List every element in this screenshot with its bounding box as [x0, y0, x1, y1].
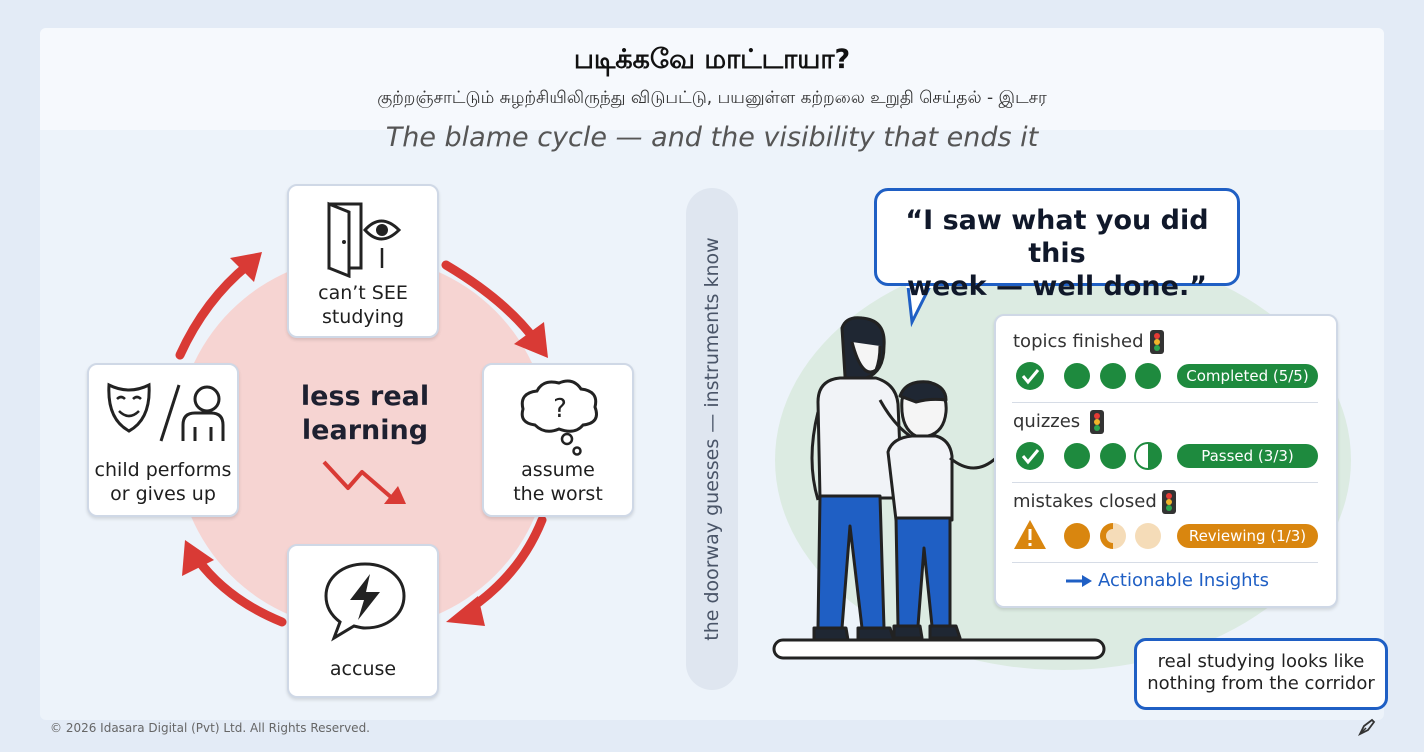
note-line2: nothing from the corridor — [1147, 673, 1375, 694]
check-mark — [1021, 369, 1040, 385]
note-line1: real studying looks like — [1157, 651, 1365, 672]
metric-label-mistakes: mistakes closed — [1013, 491, 1157, 512]
panel-divider — [1012, 562, 1318, 563]
blame-cycle-diagram — [175, 252, 550, 630]
center-line1: less real — [300, 381, 430, 412]
progress-dot — [1100, 363, 1126, 389]
center-line2: learning — [301, 415, 429, 446]
cycle-ring — [176, 256, 550, 630]
page-title: படிக்கவே மாட்டாயா? — [573, 44, 851, 75]
node-label-line2: studying — [321, 306, 405, 328]
progress-dot — [1064, 523, 1090, 549]
metric-label-quizzes: quizzes — [1013, 411, 1081, 432]
praise-text: “I saw what you did this week — well don… — [874, 204, 1240, 303]
arrow-right-icon — [1066, 575, 1092, 587]
insights-label: Actionable Insights — [1098, 570, 1269, 591]
cycle-node-accuse: accuse — [287, 544, 439, 698]
node-label-line1: assume — [521, 459, 595, 481]
speech-lightning-icon — [324, 562, 406, 642]
progress-dot — [1064, 363, 1090, 389]
mask-person-icon — [107, 382, 225, 442]
praise-line1: “I saw what you did this — [905, 205, 1209, 269]
cycle-node-child-performs: child performs or gives up — [87, 363, 239, 517]
parent-figure — [810, 316, 927, 642]
progress-dot — [1100, 443, 1126, 469]
cycle-arrows — [175, 260, 547, 627]
progress-dot — [1135, 363, 1161, 389]
thought-question-icon: ? — [520, 379, 598, 456]
check-circle-icon — [1016, 362, 1044, 390]
page-subtitle: குற்றஞ்சாட்டும் சுழற்சியிலிருந்து விடுபட… — [377, 88, 1047, 108]
praise-speech-bubble — [874, 188, 1240, 286]
floor-platform — [772, 638, 1106, 660]
node-label-line2: the worst — [513, 483, 603, 505]
door-eye-icon — [327, 201, 402, 278]
divider-caption: the doorway guesses — instruments know — [701, 237, 723, 641]
status-pill-topics: Completed (5/5) — [1177, 364, 1318, 388]
arrow-head-3 — [182, 540, 214, 576]
copyright-footer: © 2026 Idasara Digital (Pvt) Ltd. All Ri… — [50, 721, 370, 735]
panel-divider — [1012, 402, 1318, 403]
cycle-node-assume-worst: ? assume the worst — [482, 363, 634, 517]
tagline: The blame cycle — and the visibility tha… — [385, 122, 1039, 153]
node-label-line1: can’t SEE — [318, 282, 408, 304]
traffic-light-icon — [1162, 490, 1176, 514]
svg-text:?: ? — [553, 394, 567, 424]
check-circle-icon — [1016, 442, 1044, 470]
pen-nib-icon — [1357, 718, 1376, 737]
metric-label-topics: topics finished — [1013, 331, 1144, 352]
cycle-node-cant-see: can’t SEE studying — [287, 184, 439, 338]
progress-dot — [1064, 443, 1090, 469]
actionable-insights-link[interactable]: Actionable Insights — [1066, 570, 1269, 591]
warning-triangle-icon — [1014, 520, 1046, 549]
traffic-light-icon — [1090, 410, 1104, 434]
cycle-center-text: less real learning — [280, 380, 450, 448]
divider-pill — [686, 188, 738, 690]
header-band — [40, 28, 1384, 130]
node-label-line1: accuse — [329, 658, 397, 680]
progress-dot — [1135, 523, 1161, 549]
arrow-head-4 — [230, 252, 262, 282]
arrow-head-1 — [514, 322, 548, 358]
check-mark — [1021, 449, 1040, 465]
corridor-note — [1134, 638, 1388, 710]
traffic-light-icon — [1150, 330, 1164, 354]
node-label-line1: child performs — [94, 459, 232, 481]
status-pill-mistakes: Reviewing (1/3) — [1177, 524, 1318, 548]
panel-divider — [1012, 482, 1318, 483]
corridor-note-text: real studying looks like nothing from th… — [1134, 651, 1388, 695]
node-label-line2: or gives up — [110, 483, 216, 505]
praise-line2: week — well done.” — [907, 271, 1207, 302]
downward-zigzag-arrow-icon — [322, 460, 406, 504]
child-figure — [886, 380, 1004, 640]
metric-indicators — [1014, 330, 1176, 549]
arrow-head-2 — [446, 596, 485, 626]
status-pill-quizzes: Passed (3/3) — [1177, 444, 1318, 468]
